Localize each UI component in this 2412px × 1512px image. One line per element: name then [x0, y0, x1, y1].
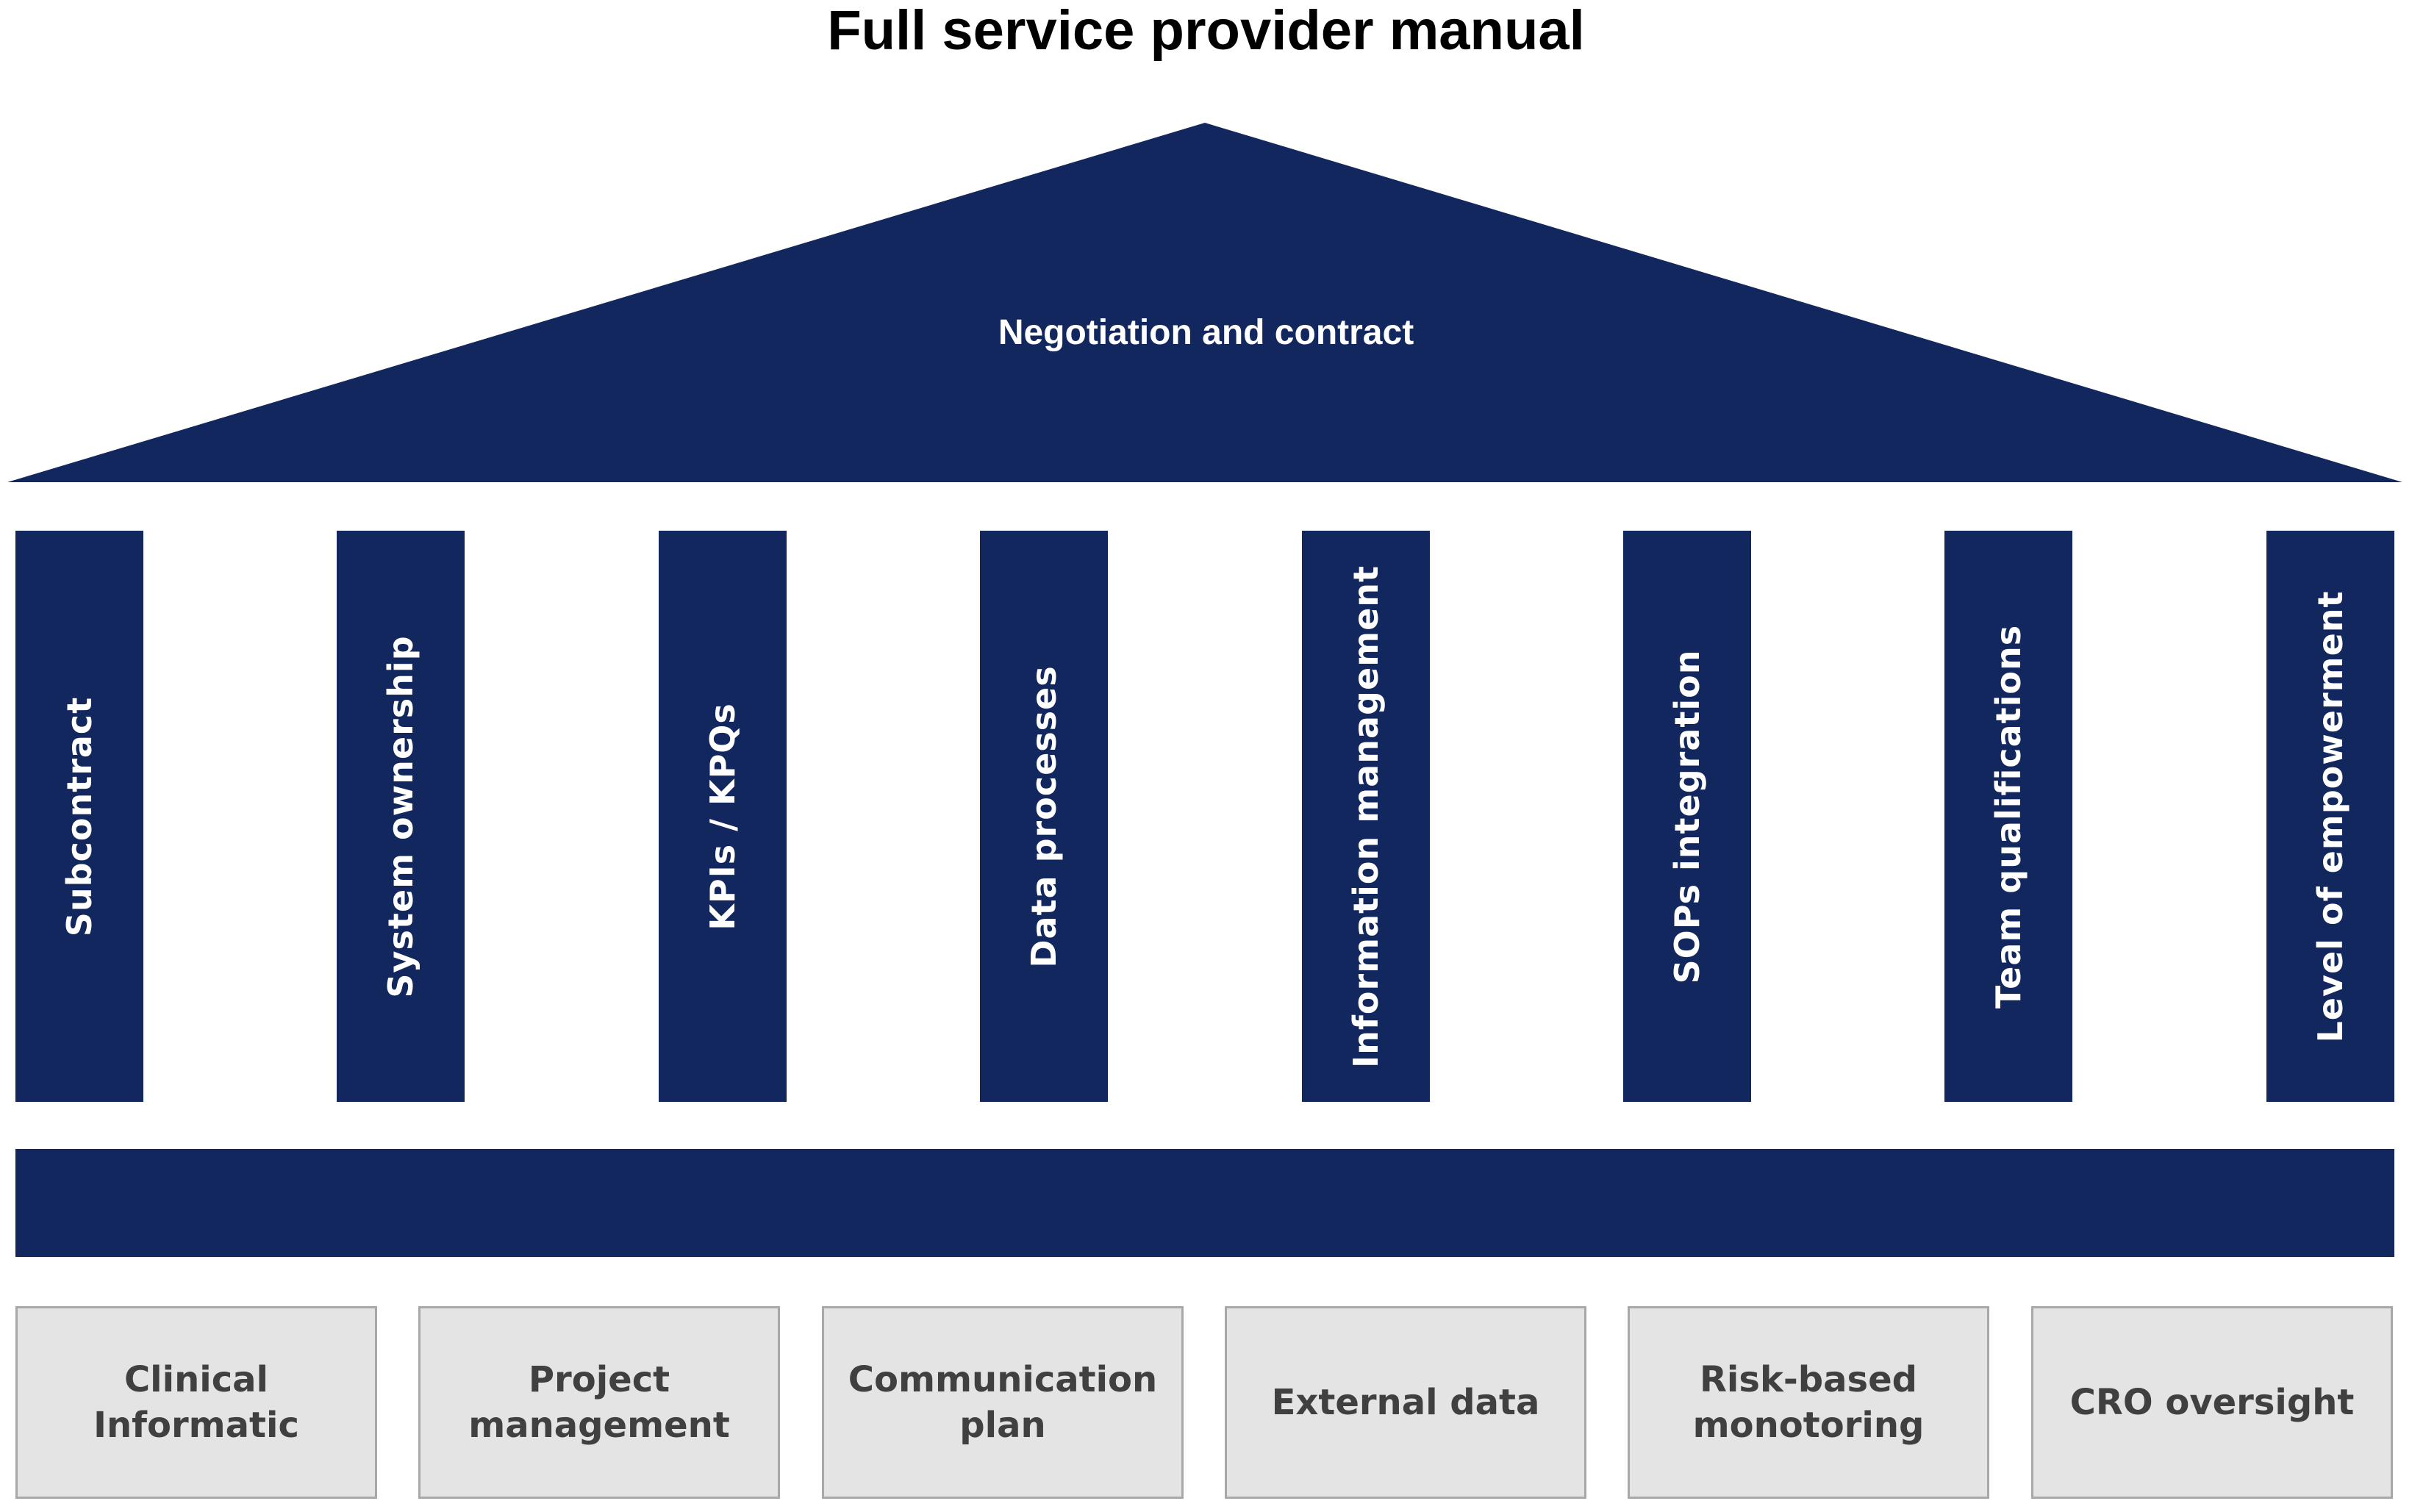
roof	[7, 123, 2402, 482]
foundation-label: Clinical Informatic	[93, 1359, 299, 1446]
pillar-label: Team qualifications	[1989, 624, 2028, 1008]
pillar-data-processes: Data processes	[980, 531, 1108, 1102]
pillar-label: Data processes	[1024, 664, 1064, 968]
foundation-box-external-data: External data	[1225, 1306, 1586, 1499]
foundation-label: Communication plan	[848, 1359, 1158, 1446]
pillar-information-management: Information management	[1302, 531, 1430, 1102]
pillar-label: SOPs integration	[1667, 649, 1707, 983]
diagram-title: Full service provider manual	[827, 0, 1585, 62]
pillar-label: KPIs / KPQs	[703, 702, 742, 931]
foundation-box-clinical-informatic: Clinical Informatic	[15, 1306, 377, 1499]
pillar-label: Information management	[1346, 565, 1386, 1068]
pillar-level-of-empowerment: Level of empowerment	[2266, 531, 2394, 1102]
pillar-kpis-kpqs: KPIs / KPQs	[659, 531, 787, 1102]
foundation-box-project-management: Project management	[418, 1306, 780, 1499]
foundation-box-communication-plan: Communication plan	[822, 1306, 1184, 1499]
pillar-subcontract: Subcontract	[15, 531, 143, 1102]
foundation-label: Risk-based monotoring	[1692, 1359, 1925, 1446]
foundation-box-cro-oversight: CRO oversight	[2031, 1306, 2393, 1499]
pillar-system-ownership: System ownership	[337, 531, 465, 1102]
roof-triangle	[7, 123, 2402, 482]
pillar-label: Level of empowerment	[2311, 590, 2350, 1043]
roof-label: Negotiation and contract	[998, 313, 1414, 352]
base-bar	[15, 1149, 2394, 1257]
pillar-label: Subcontract	[60, 696, 99, 936]
foundation-box-risk-based-monitoring: Risk-based monotoring	[1628, 1306, 1989, 1499]
foundation-label: Project management	[468, 1359, 730, 1446]
foundation-label: External data	[1271, 1382, 1540, 1423]
foundation-label: CRO oversight	[2069, 1382, 2355, 1423]
pillar-label: System ownership	[381, 634, 421, 998]
pillar-sops-integration: SOPs integration	[1623, 531, 1751, 1102]
pillar-team-qualifications: Team qualifications	[1944, 531, 2072, 1102]
